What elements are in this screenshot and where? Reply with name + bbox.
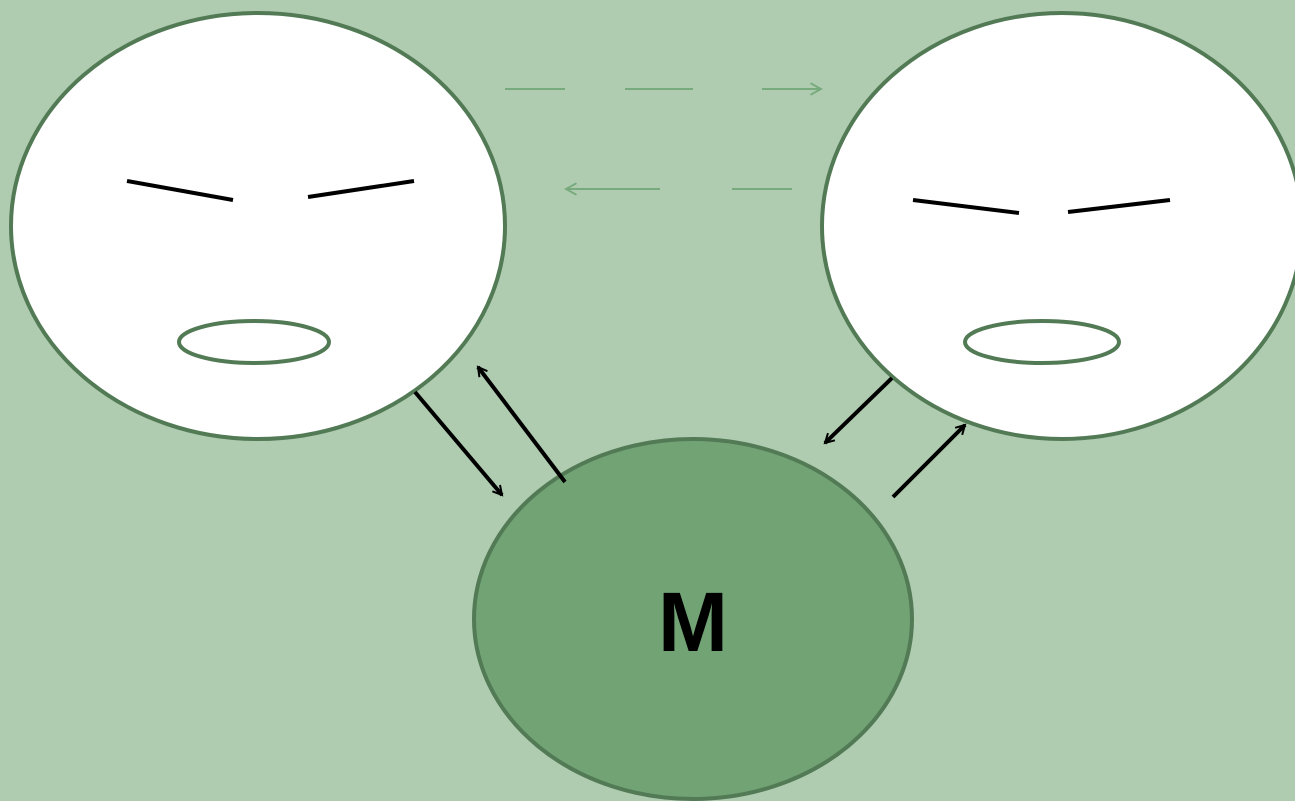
right-face-right-eye xyxy=(1067,198,1171,214)
left-face xyxy=(9,11,507,441)
faint-arrows xyxy=(505,82,823,196)
black-arrows xyxy=(413,367,965,499)
arrow-left-face-to-center xyxy=(413,390,504,495)
left-face-left-eye xyxy=(126,179,234,202)
right-face xyxy=(820,11,1295,441)
left-face-head xyxy=(9,11,507,441)
left-face-right-eye xyxy=(307,179,415,199)
right-face-head xyxy=(820,11,1295,441)
arrow-center-to-left-face xyxy=(476,367,567,484)
center-circle xyxy=(472,437,914,801)
arrow-center-to-right-face xyxy=(891,425,965,499)
arrow-right-face-to-center xyxy=(825,376,894,445)
right-face-mouth xyxy=(963,319,1121,365)
left-face-mouth xyxy=(177,319,331,365)
center-node: M xyxy=(472,437,914,801)
right-face-left-eye xyxy=(912,198,1020,215)
center-label: M xyxy=(658,575,728,669)
